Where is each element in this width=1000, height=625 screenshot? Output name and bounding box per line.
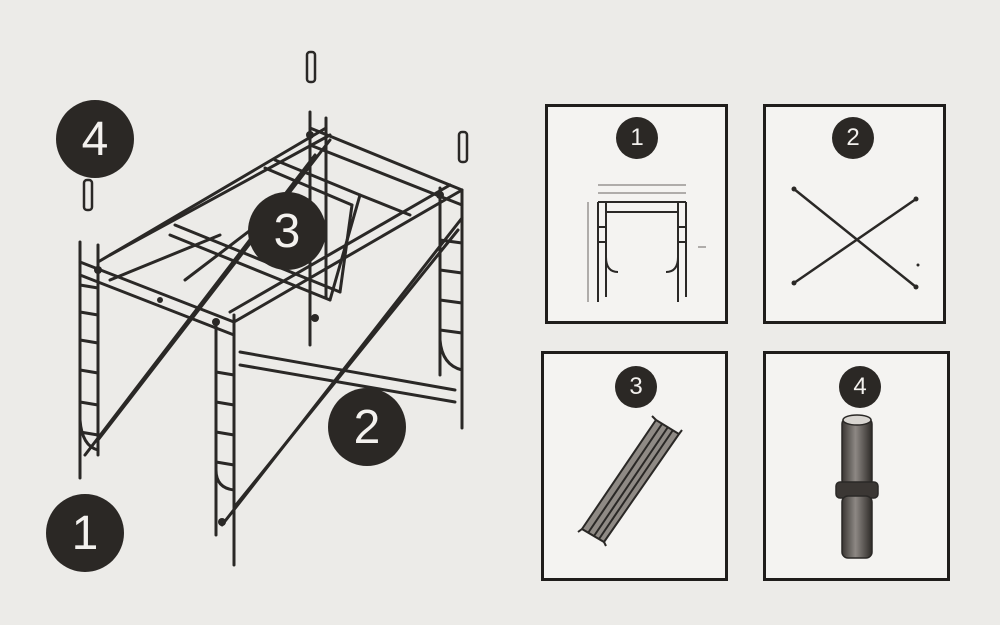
- end-frame-illustration: [587, 184, 706, 302]
- part-panel-coupling-pin: 4: [763, 351, 950, 581]
- panel-number: 1: [630, 124, 644, 151]
- callout-number: 3: [273, 204, 301, 258]
- part-panel-cross-brace: 2: [763, 104, 946, 324]
- cross-brace-illustration: [791, 186, 920, 290]
- panel-number: 3: [629, 373, 643, 400]
- panel-badge-2: 2: [832, 117, 874, 159]
- panel-number: 2: [846, 124, 860, 151]
- plank-illustration: [577, 415, 683, 547]
- front-left-frame: [78, 240, 236, 567]
- panel-badge-4: 4: [839, 366, 881, 408]
- coupling-pin-illustration: [835, 414, 879, 559]
- callout-badge-2: 2: [328, 388, 406, 466]
- top-rails: [96, 126, 464, 324]
- callout-badge-4: 4: [56, 100, 134, 178]
- callout-number: 1: [71, 506, 99, 560]
- callout-number: 2: [353, 400, 381, 454]
- panel-number: 4: [853, 373, 867, 400]
- callout-number: 4: [81, 112, 109, 166]
- part-panel-frame: 1: [545, 104, 728, 324]
- plank-deck: [108, 158, 412, 302]
- part-panel-plank: 3: [541, 351, 728, 581]
- rear-right-frame: [308, 110, 464, 430]
- callout-badge-1: 1: [46, 494, 124, 572]
- coupling-pins: [82, 50, 469, 212]
- panel-badge-1: 1: [616, 117, 658, 159]
- callout-badge-3: 3: [248, 192, 326, 270]
- panel-badge-3: 3: [615, 366, 657, 408]
